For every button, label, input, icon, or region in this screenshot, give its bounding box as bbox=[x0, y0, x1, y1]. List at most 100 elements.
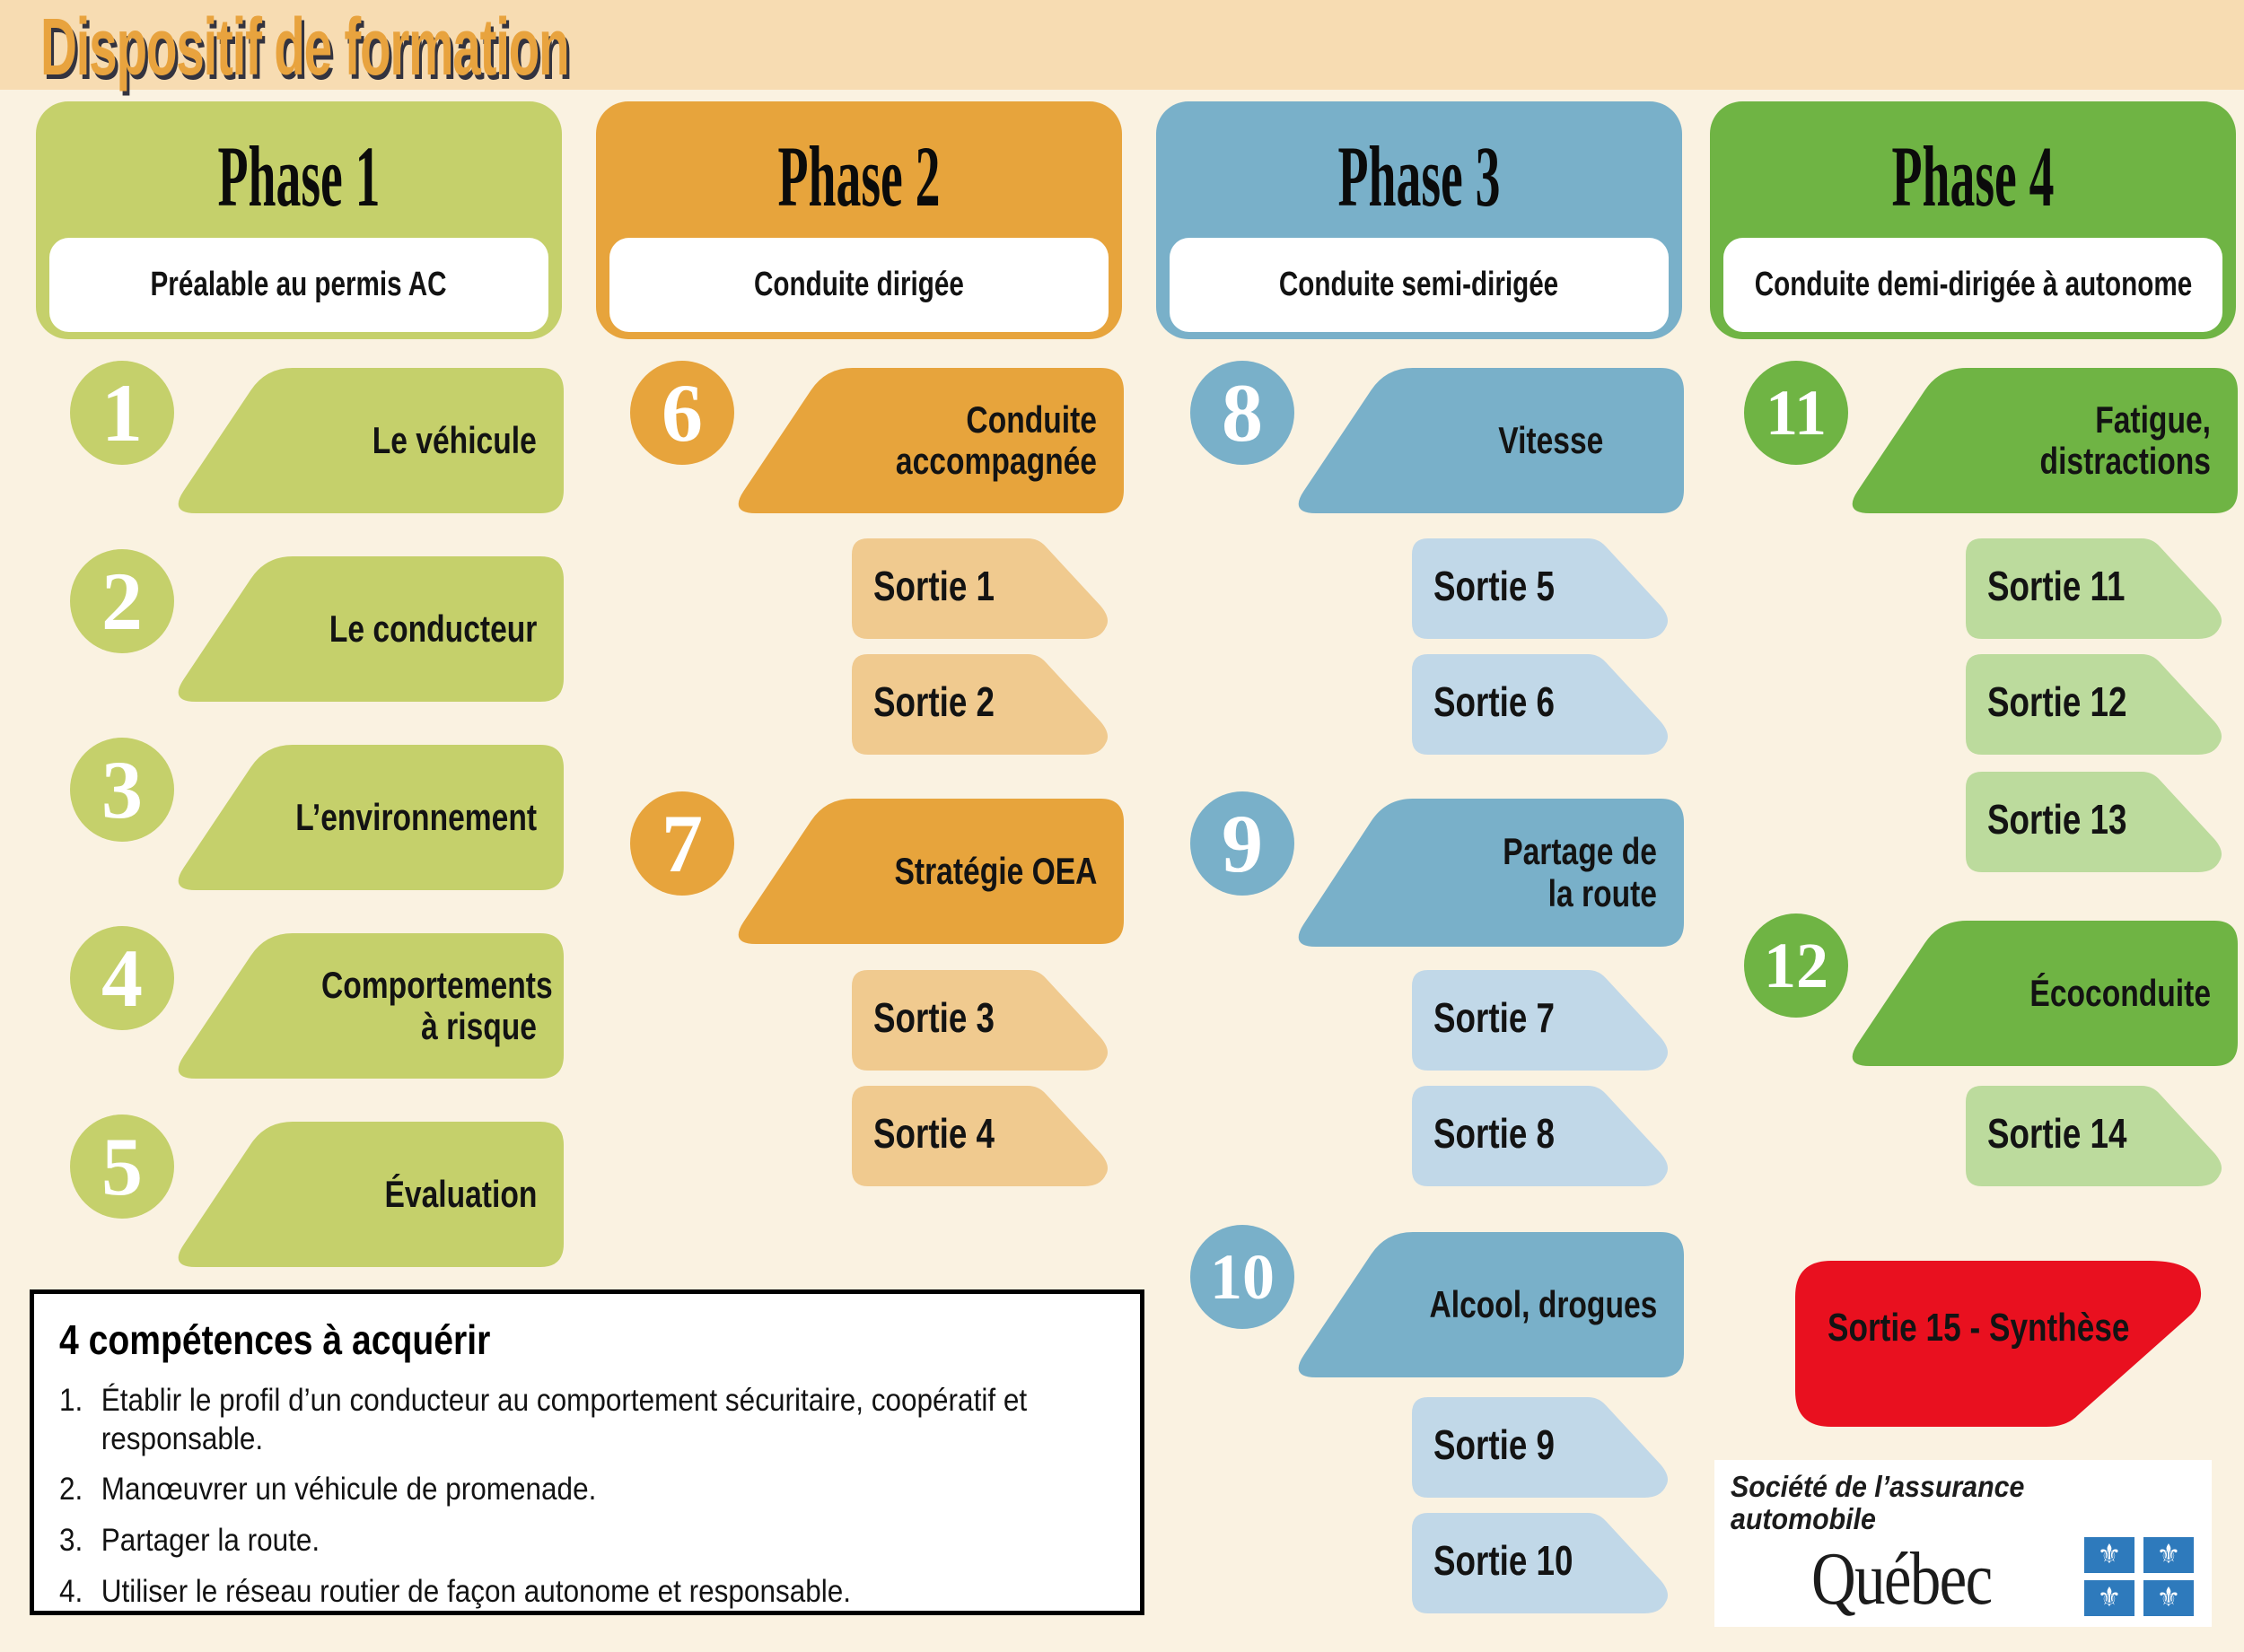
sortie-8-label: Sortie 8 bbox=[1433, 1110, 1555, 1157]
phase-3-subtitle: Conduite semi-dirigée bbox=[1170, 238, 1669, 332]
module-9-shape: Partage de la route bbox=[1289, 799, 1684, 947]
sortie-2-label: Sortie 2 bbox=[873, 678, 995, 725]
phase-1-subtitle: Préalable au permis AC bbox=[49, 238, 548, 332]
module-7-label: Stratégie OEA bbox=[894, 849, 1097, 892]
module-3-number: 3 bbox=[70, 738, 174, 842]
module-1-label: Le véhicule bbox=[372, 418, 537, 461]
sortie-12-shape: Sortie 12 bbox=[1966, 654, 2224, 755]
module-12-number: 12 bbox=[1744, 913, 1848, 1018]
sortie-7-label: Sortie 7 bbox=[1433, 994, 1555, 1041]
phase-2-subtitle: Conduite dirigée bbox=[609, 238, 1109, 332]
sortie-6-shape: Sortie 6 bbox=[1412, 654, 1670, 755]
phase-3-header: Phase 3 Conduite semi-dirigée bbox=[1156, 101, 1682, 339]
module-3-shape: L’environnement bbox=[169, 745, 564, 890]
module-11-label: Fatigue, distractions bbox=[2039, 398, 2211, 482]
module-6-shape: Conduite accompagnée bbox=[729, 368, 1124, 513]
phase-1-header: Phase 1 Préalable au permis AC bbox=[36, 101, 562, 339]
sortie-2-shape: Sortie 2 bbox=[852, 654, 1110, 755]
module-8-shape: Vitesse bbox=[1289, 368, 1684, 513]
module-12-label: Écoconduite bbox=[2029, 971, 2211, 1014]
module-4-number: 4 bbox=[70, 926, 174, 1030]
module-2-shape: Le conducteur bbox=[169, 556, 564, 702]
module-9-number: 9 bbox=[1190, 791, 1294, 896]
sortie-4-shape: Sortie 4 bbox=[852, 1086, 1110, 1186]
logo-org-line1: Société de l’assurance bbox=[1731, 1470, 2025, 1503]
competence-item-3: 3. Partager la route. bbox=[59, 1522, 1104, 1560]
module-2-number: 2 bbox=[70, 549, 174, 653]
phase-4-title: Phase 4 bbox=[1891, 128, 2055, 224]
module-1-number: 1 bbox=[70, 361, 174, 465]
module-6-number: 6 bbox=[630, 361, 734, 465]
sortie-4-label: Sortie 4 bbox=[873, 1110, 995, 1157]
title-band bbox=[0, 0, 2244, 90]
sortie-13-label: Sortie 13 bbox=[1987, 796, 2127, 843]
sortie-15-label: Sortie 15 - Synthèse bbox=[1828, 1306, 2130, 1350]
sortie-9-shape: Sortie 9 bbox=[1412, 1397, 1670, 1498]
competence-item-text: Établir le profil d’un conducteur au com… bbox=[101, 1383, 1028, 1456]
phase-4-subtitle: Conduite demi-dirigée à autonome bbox=[1723, 238, 2222, 332]
sortie-8-shape: Sortie 8 bbox=[1412, 1086, 1670, 1186]
competence-item-number: 2. bbox=[59, 1472, 83, 1508]
phase-2-header: Phase 2 Conduite dirigée bbox=[596, 101, 1122, 339]
module-8-number: 8 bbox=[1190, 361, 1294, 465]
sortie-5-shape: Sortie 5 bbox=[1412, 538, 1670, 639]
competence-item-text: Manœuvrer un véhicule de promenade. bbox=[101, 1472, 597, 1508]
module-4-label: Comportements à risque bbox=[321, 963, 553, 1047]
logo-org-line2: automobile bbox=[1731, 1501, 1876, 1535]
module-5-shape: Évaluation bbox=[169, 1122, 564, 1267]
sortie-9-label: Sortie 9 bbox=[1433, 1421, 1555, 1468]
module-11-shape: Fatigue, distractions bbox=[1843, 368, 2238, 513]
sortie-7-shape: Sortie 7 bbox=[1412, 970, 1670, 1071]
sortie-6-label: Sortie 6 bbox=[1433, 678, 1555, 725]
fleur-de-lis-icon: ⚜ bbox=[2097, 1539, 2122, 1570]
module-6-label: Conduite accompagnée bbox=[895, 398, 1097, 482]
sortie-3-shape: Sortie 3 bbox=[852, 970, 1110, 1071]
module-8-label: Vitesse bbox=[1497, 418, 1603, 461]
sortie-15-shape: Sortie 15 - Synthèse bbox=[1795, 1261, 2204, 1427]
competence-item-number: 3. bbox=[59, 1523, 83, 1559]
logo-org-name: Société de l’assurance automobile bbox=[1731, 1471, 2024, 1534]
sortie-5-label: Sortie 5 bbox=[1433, 563, 1555, 609]
sortie-11-shape: Sortie 11 bbox=[1966, 538, 2224, 639]
sortie-13-shape: Sortie 13 bbox=[1966, 772, 2224, 872]
phase-4-header: Phase 4 Conduite demi-dirigée à autonome bbox=[1710, 101, 2236, 339]
sortie-14-shape: Sortie 14 bbox=[1966, 1086, 2224, 1186]
module-10-shape: Alcool, drogues bbox=[1289, 1232, 1684, 1377]
module-7-shape: Stratégie OEA bbox=[729, 799, 1124, 944]
module-11-number: 11 bbox=[1744, 361, 1848, 465]
module-12-shape: Écoconduite bbox=[1843, 921, 2238, 1066]
flag-square: ⚜ bbox=[2084, 1537, 2134, 1573]
module-10-label: Alcool, drogues bbox=[1429, 1282, 1657, 1325]
competence-item-number: 4. bbox=[59, 1573, 83, 1609]
flag-square: ⚜ bbox=[2143, 1537, 2194, 1573]
flag-square: ⚜ bbox=[2143, 1580, 2194, 1616]
module-3-label: L’environnement bbox=[295, 795, 537, 838]
competence-item-2: 2. Manœuvrer un véhicule de promenade. bbox=[59, 1471, 1104, 1509]
module-9-label: Partage de la route bbox=[1503, 830, 1657, 914]
module-2-label: Le conducteur bbox=[329, 607, 538, 650]
sortie-10-shape: Sortie 10 bbox=[1412, 1513, 1670, 1613]
competence-item-1: 1. Établir le profil d’un conducteur au … bbox=[59, 1382, 1104, 1458]
module-10-number: 10 bbox=[1190, 1225, 1294, 1329]
sortie-14-label: Sortie 14 bbox=[1987, 1110, 2127, 1157]
module-1-shape: Le véhicule bbox=[169, 368, 564, 513]
sortie-10-label: Sortie 10 bbox=[1433, 1537, 1573, 1584]
flag-square: ⚜ bbox=[2084, 1580, 2134, 1616]
competence-item-number: 1. bbox=[59, 1383, 83, 1418]
sortie-12-label: Sortie 12 bbox=[1987, 678, 2127, 725]
logo-wordmark: Québec bbox=[1811, 1537, 1993, 1621]
fleur-de-lis-icon: ⚜ bbox=[2156, 1539, 2181, 1570]
sortie-1-shape: Sortie 1 bbox=[852, 538, 1110, 639]
competence-item-text: Utiliser le réseau routier de façon auto… bbox=[101, 1573, 852, 1609]
fleur-de-lis-icon: ⚜ bbox=[2097, 1582, 2122, 1613]
phase-2-title: Phase 2 bbox=[777, 128, 941, 224]
competence-item-4: 4. Utiliser le réseau routier de façon a… bbox=[59, 1573, 1104, 1612]
sortie-3-label: Sortie 3 bbox=[873, 994, 995, 1041]
competences-box: 4 compétences à acquérir 1. Établir le p… bbox=[30, 1289, 1144, 1615]
competence-item-text: Partager la route. bbox=[101, 1523, 320, 1559]
saaq-logo: Société de l’assurance automobile Québec… bbox=[1714, 1460, 2212, 1627]
phase-1-title: Phase 1 bbox=[217, 128, 381, 224]
competences-title: 4 compétences à acquérir bbox=[59, 1316, 491, 1363]
sortie-1-label: Sortie 1 bbox=[873, 563, 995, 609]
